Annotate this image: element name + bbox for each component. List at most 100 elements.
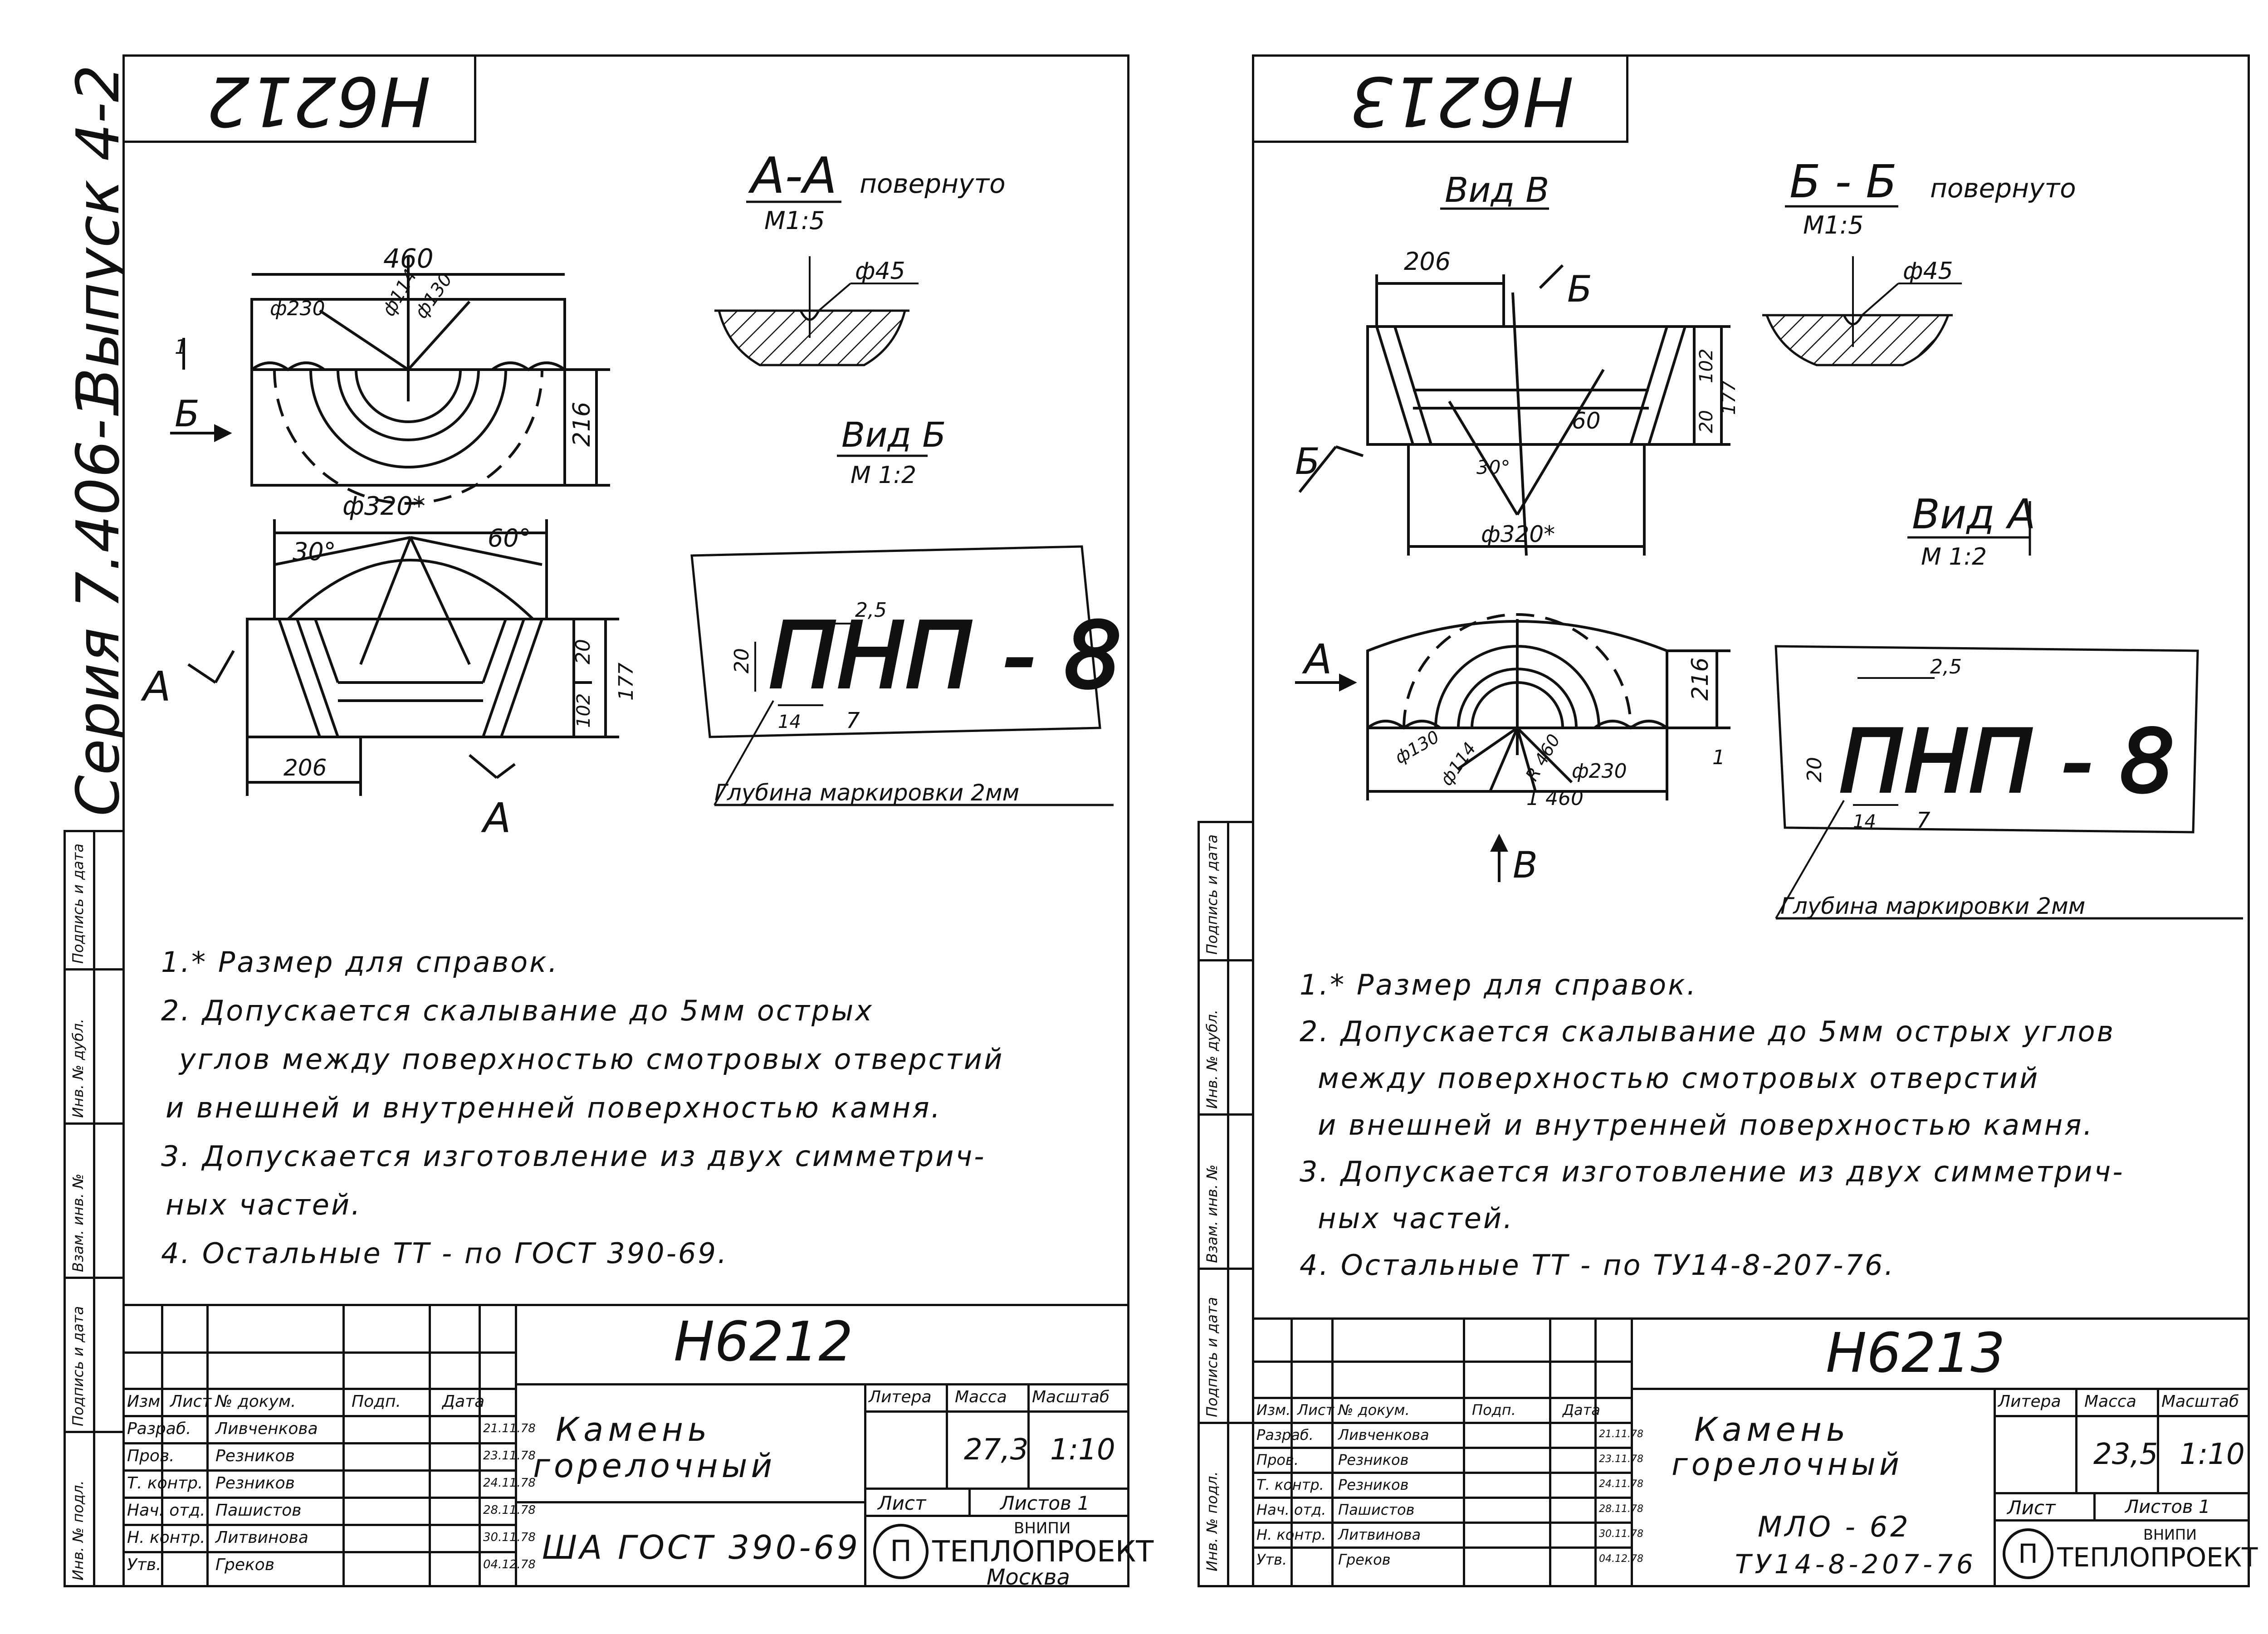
- tb-material1-right: МЛО - 62: [1758, 1510, 1911, 1543]
- tb-h-podp: Подп.: [352, 1392, 401, 1411]
- margin-cell-2: Инв. № дубл.: [69, 1019, 87, 1118]
- tb-r-h-doc: № докум.: [1338, 1401, 1410, 1419]
- margin-cell-1: Подпись и дата: [69, 843, 87, 964]
- note-2c: и внешней и внутренней поверхностью камн…: [166, 1091, 942, 1124]
- tb-h-data: Дата: [442, 1392, 485, 1411]
- stamp-box-right: Н6213: [1254, 57, 1628, 143]
- note-r4: 4. Остальные ТТ - по ТУ14-8-207-76.: [1300, 1249, 1896, 1282]
- margin-cell-r3: Взам. инв. №: [1203, 1164, 1221, 1263]
- label-1-right: 1: [1712, 746, 1725, 769]
- dim-460: 460: [383, 243, 434, 274]
- dim-2.5-right: 2,5: [1930, 655, 1962, 678]
- tb-date-3: 28.11.78: [483, 1503, 536, 1517]
- dim-7-right: 7: [1916, 808, 1931, 833]
- tb-sheet-left: Лист: [878, 1492, 926, 1514]
- tb-city-left: Москва: [987, 1565, 1070, 1590]
- tb-r-date-3: 28.11.78: [1599, 1503, 1643, 1515]
- tb-r-role-5: Утв.: [1256, 1551, 1287, 1568]
- tb-name-0: Ливченкова: [215, 1419, 318, 1438]
- dim-102: 102: [573, 693, 594, 728]
- tb-role-3: Нач. отд.: [127, 1501, 205, 1520]
- label-1-left: 1: [175, 336, 187, 359]
- tb-name1-left: Камень: [556, 1410, 712, 1449]
- margin-cell-5: Инв. № подл.: [69, 1480, 87, 1580]
- margin-cell-r2: Инв. № дубл.: [1203, 1010, 1221, 1109]
- view-v-title: Вид В: [1445, 170, 1549, 210]
- dim-206-right: 206: [1404, 247, 1451, 276]
- note-r2c: и внешней и внутренней поверхностью камн…: [1318, 1108, 2094, 1141]
- notes-right: 1.* Размер для справок. 2. Допускается с…: [1300, 968, 2124, 1282]
- front-view-right: [1298, 264, 1730, 556]
- margin-cell-3: Взам. инв. №: [69, 1173, 87, 1272]
- depth-note-right: Глубина маркировки 2мм: [1780, 893, 2085, 919]
- marking-plate-right: [1774, 645, 2199, 834]
- tb-mass-left: 27,3: [964, 1433, 1029, 1467]
- tb-r-date-0: 21.11.78: [1599, 1429, 1643, 1440]
- dim-2.5-left: 2,5: [855, 599, 887, 622]
- tb-name-5: Греков: [215, 1556, 275, 1574]
- tb-h-list: Лист: [170, 1392, 212, 1411]
- dim-177-right: 177: [1719, 380, 1740, 415]
- note-3: 3. Допускается изготовление из двух симм…: [161, 1140, 986, 1173]
- margin-strip-left: Подпись и дата Инв. № дубл. Взам. инв. №…: [64, 830, 127, 1587]
- tb-date-5: 04.12.78: [483, 1558, 536, 1571]
- section-bb-suffix: повернуто: [1930, 173, 2076, 204]
- view-b-title: Вид Б: [841, 415, 946, 455]
- tb-name1-right: Камень: [1694, 1410, 1850, 1449]
- tb-r-date-5: 04.12.78: [1599, 1553, 1643, 1565]
- note-r3: 3. Допускается изготовление из двух симм…: [1300, 1155, 2125, 1188]
- dim-d320: ф320*: [342, 492, 425, 521]
- section-bb-title: Б - Б: [1789, 155, 1897, 208]
- note-r3b: ных частей.: [1318, 1202, 1514, 1235]
- label-b-right1: Б: [1567, 268, 1592, 310]
- tb-sheets-left: Листов 1: [1000, 1492, 1090, 1514]
- tb-mass-right: 23,5: [2093, 1438, 2158, 1471]
- tb-scale-right: 1:10: [2180, 1438, 2245, 1471]
- note-1: 1.* Размер для справок.: [161, 946, 559, 979]
- notes-left: 1.* Размер для справок. 2. Допускается с…: [161, 946, 1004, 1270]
- dim-20-marking-left: 20: [730, 648, 753, 673]
- tb-r-name-4: Литвинова: [1338, 1526, 1421, 1543]
- tb-date-2: 24.11.78: [483, 1476, 536, 1490]
- tb-role-5: Утв.: [127, 1556, 161, 1574]
- tb-r-litera-h: Литера: [1998, 1392, 2061, 1411]
- tb-r-massa-h: Масса: [2084, 1392, 2136, 1411]
- dim-d320-right: ф320*: [1481, 521, 1555, 547]
- tb-name-2: Резников: [215, 1474, 295, 1493]
- tb-r-h-list: Лист: [1297, 1401, 1334, 1419]
- dim-216: 216: [568, 402, 596, 447]
- dim-14-right: 14: [1853, 811, 1876, 832]
- tb-name-1: Резников: [215, 1447, 295, 1465]
- dim-d114-right: ф114: [1436, 739, 1480, 789]
- dim-460-right: 1 460: [1526, 787, 1584, 810]
- section-aa-scale: М1:5: [764, 206, 825, 235]
- dim-206: 206: [284, 755, 327, 781]
- tb-date-0: 21.11.78: [483, 1422, 536, 1435]
- left-drawings: 460 ф230 ф114 ф130 216 Б 1: [141, 146, 1123, 842]
- note-4: 4. Остальные ТТ - по ГОСТ 390-69.: [161, 1237, 728, 1270]
- tb-massa-h: Масса: [955, 1388, 1007, 1406]
- dim-20-right: 20: [1696, 410, 1717, 433]
- tb-litera-h: Литера: [869, 1388, 932, 1406]
- tb-org-right: ТЕПЛОПРОЕКТ: [2057, 1542, 2258, 1573]
- tb-name2-left: горелочный: [533, 1447, 776, 1485]
- tb-role-4: Н. контр.: [127, 1528, 205, 1547]
- tb-date-1: 23.11.78: [483, 1449, 536, 1463]
- tb-masshtab-h: Масштаб: [1032, 1388, 1110, 1406]
- front-view: [187, 519, 619, 796]
- label-b-right2: Б: [1295, 440, 1320, 483]
- tb-material2-right: ТУ14-8-207-76: [1735, 1549, 1977, 1580]
- section-aa-suffix: повернуто: [860, 168, 1006, 199]
- dim-d230-right: ф230: [1572, 760, 1627, 783]
- tb-role-0: Разраб.: [127, 1419, 191, 1438]
- note-r1: 1.* Размер для справок.: [1300, 968, 1698, 1001]
- org-logo-left: П: [873, 1524, 929, 1579]
- margin-cell-r4: Подпись и дата: [1203, 1297, 1221, 1417]
- view-b-scale: М 1:2: [850, 462, 916, 489]
- tb-r-role-3: Нач. отд.: [1256, 1501, 1326, 1518]
- label-v-right: В: [1513, 844, 1538, 886]
- dim-d45-right: ф45: [1903, 258, 1953, 285]
- marking-text-left: ПНП - 8: [769, 603, 1122, 709]
- tb-code-right: Н6213: [1826, 1322, 2005, 1385]
- section-aa-title: А-А: [748, 146, 837, 205]
